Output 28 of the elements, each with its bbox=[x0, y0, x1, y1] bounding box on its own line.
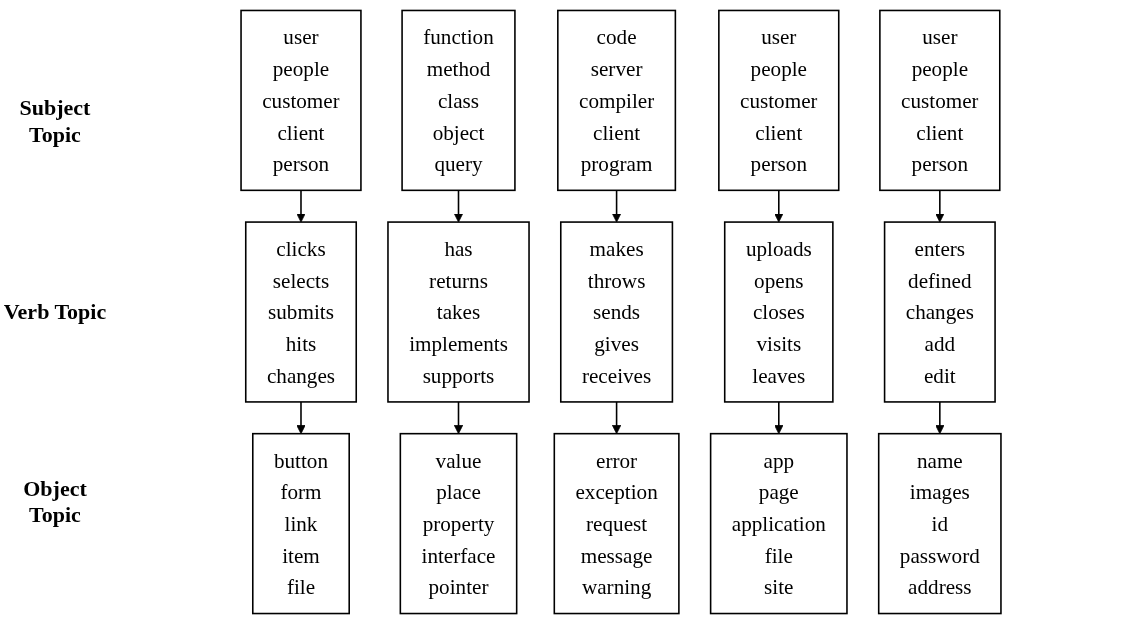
arrow bbox=[774, 401, 784, 435]
row-label: Verb Topic bbox=[2, 298, 108, 326]
arrow bbox=[453, 401, 464, 435]
arrow bbox=[296, 189, 306, 223]
node-box: code server compiler client program bbox=[557, 9, 677, 192]
node-box: makes throws sends gives receives bbox=[560, 221, 674, 403]
node-box: user people customer client person bbox=[879, 9, 1001, 192]
arrow bbox=[296, 401, 306, 435]
node-box: uploads opens closes visits leaves bbox=[723, 221, 834, 403]
node-box: button form link item file bbox=[252, 432, 350, 615]
arrow bbox=[935, 401, 945, 435]
node-box: enters defined changes add edit bbox=[883, 221, 996, 403]
node-box: app page application file site bbox=[709, 432, 848, 615]
node-box: value place property interface pointer bbox=[399, 432, 518, 615]
arrow bbox=[453, 189, 464, 223]
node-box: user people customer client person bbox=[718, 9, 840, 192]
arrow bbox=[611, 401, 622, 435]
node-box: name images id password address bbox=[877, 432, 1002, 615]
node-box: clicks selects submits hits changes bbox=[244, 221, 358, 403]
row-label: Subject Topic bbox=[18, 95, 92, 149]
arrow bbox=[935, 189, 945, 223]
node-box: error exception request message warning bbox=[553, 432, 680, 615]
node-box: has returns takes implements supports bbox=[387, 221, 530, 403]
arrow bbox=[611, 189, 622, 223]
arrow bbox=[774, 189, 784, 223]
row-label: Object Topic bbox=[22, 475, 88, 529]
node-box: function method class object query bbox=[401, 9, 516, 192]
node-box: user people customer client person bbox=[240, 9, 362, 192]
